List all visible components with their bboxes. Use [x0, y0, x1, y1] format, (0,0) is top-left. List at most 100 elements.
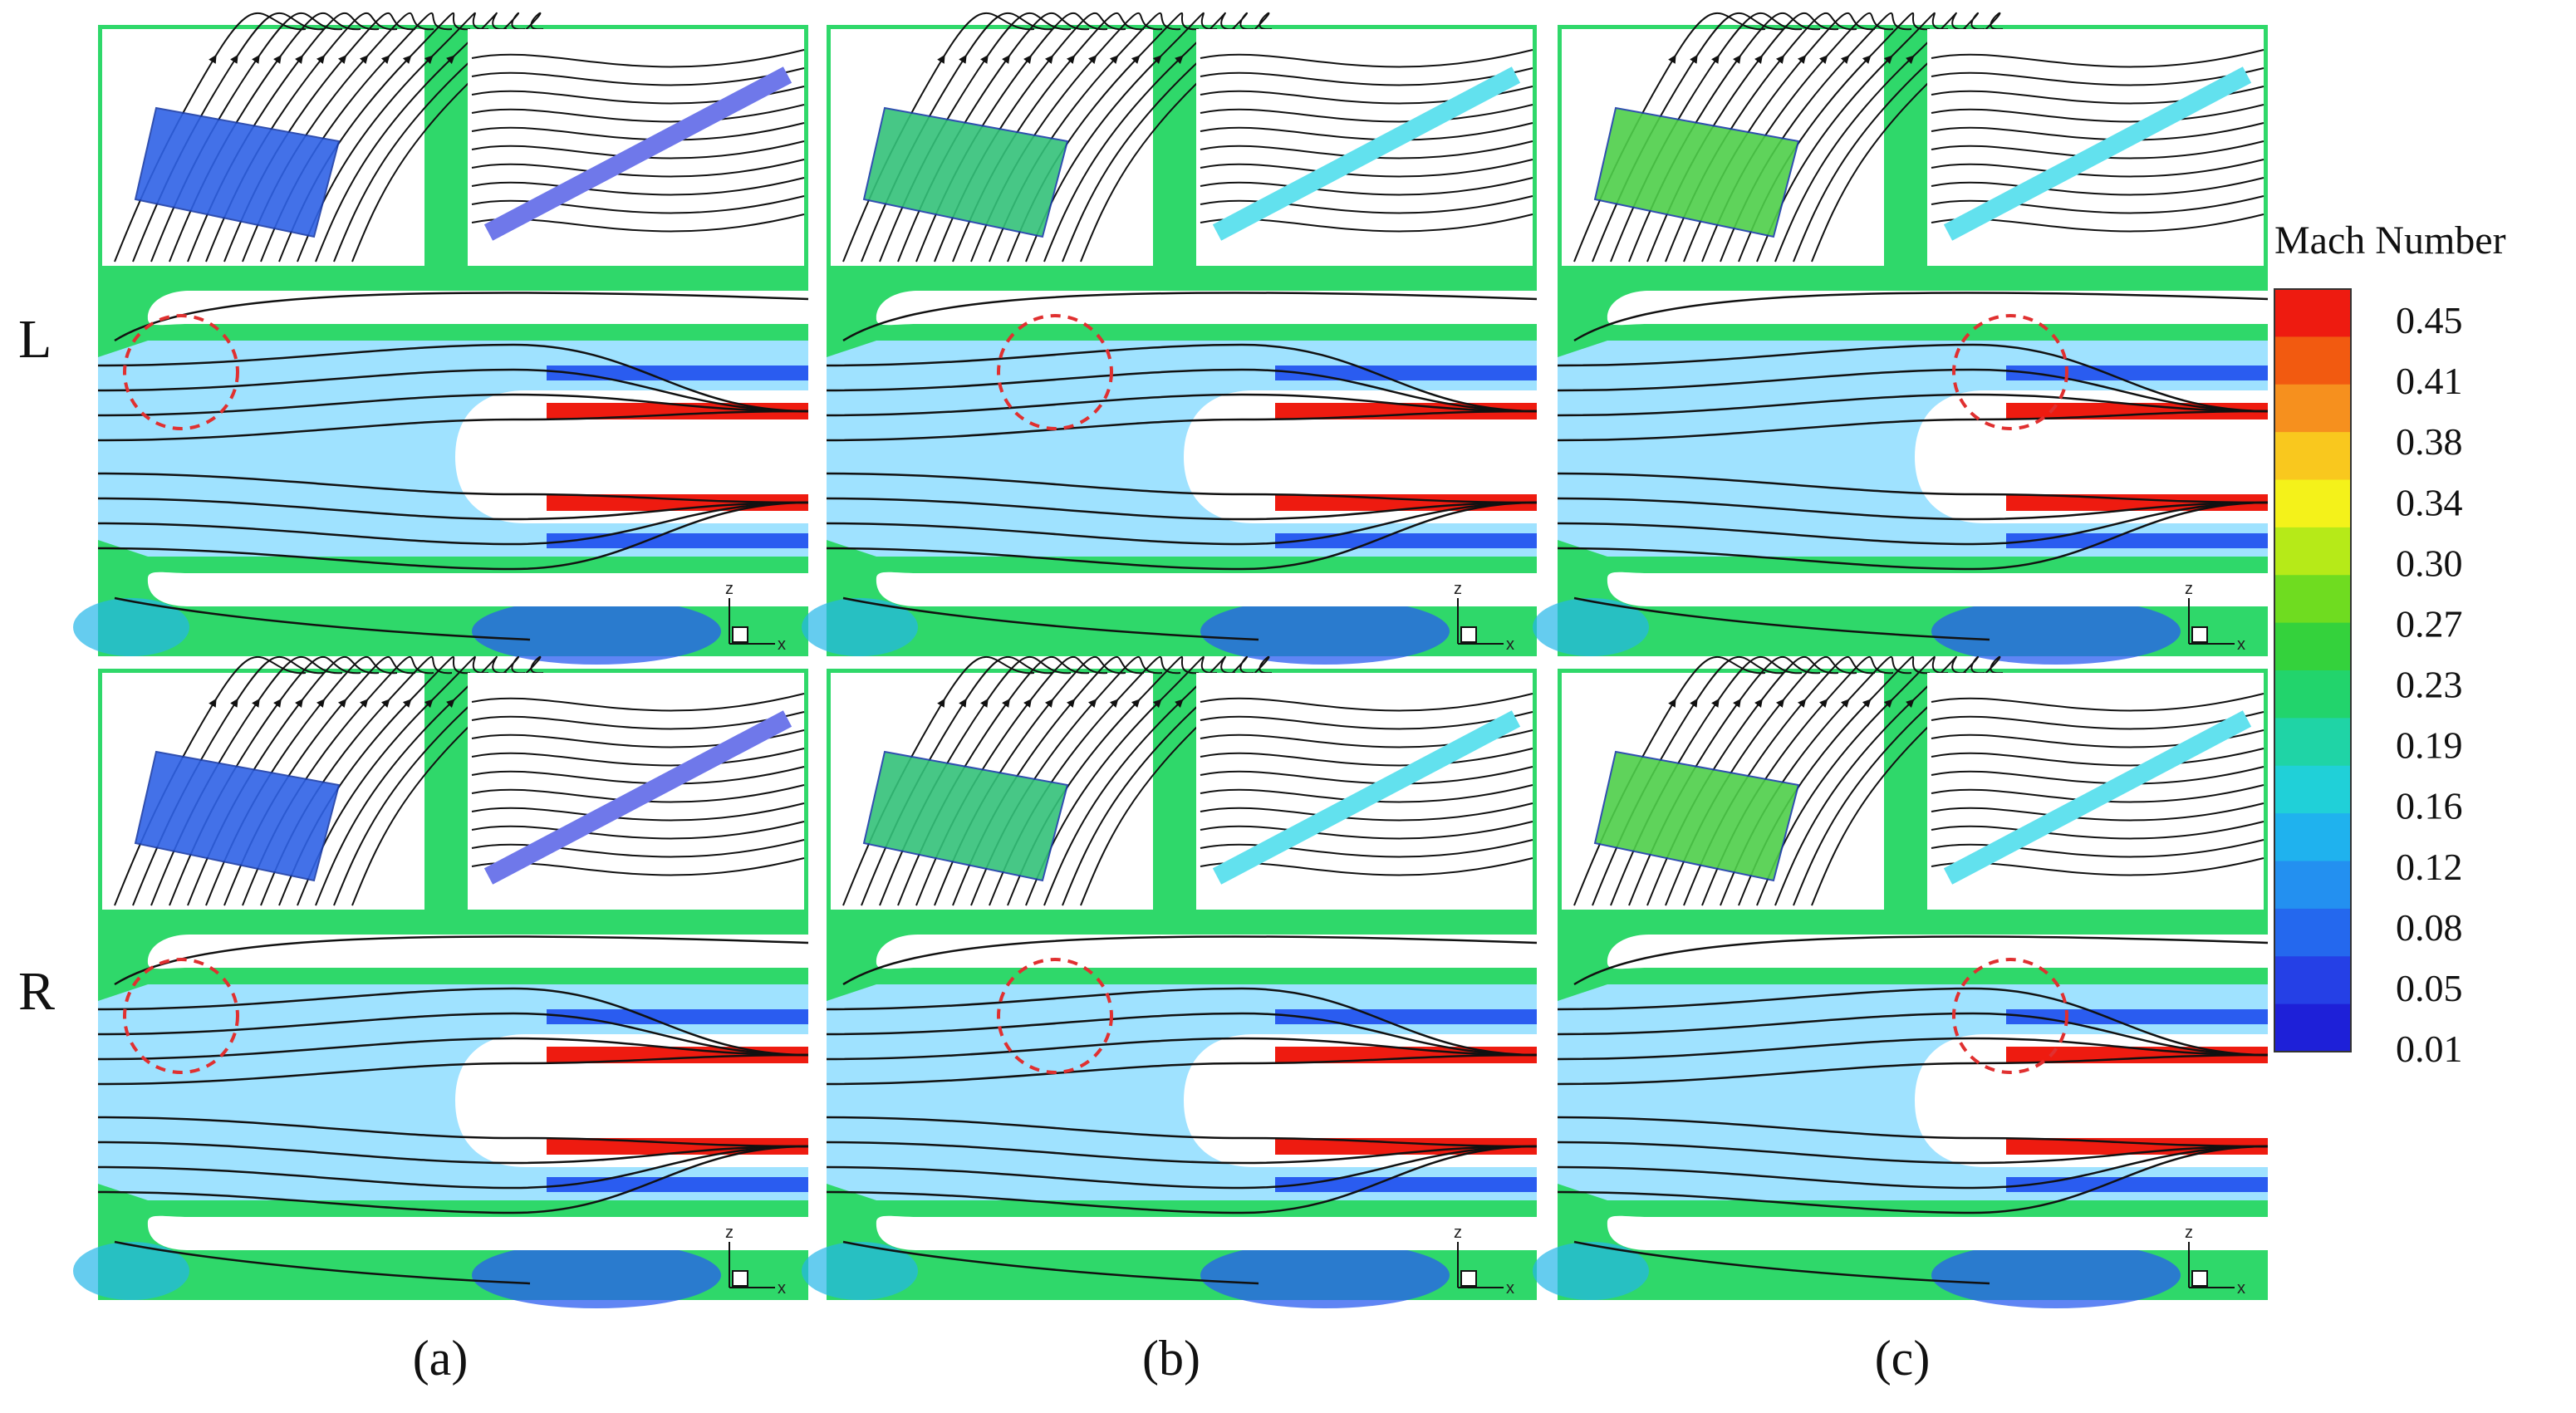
colorbar-tick-label: 0.45: [2396, 299, 2463, 341]
streamline: [861, 12, 1053, 262]
panel-l-a: zx: [73, 12, 809, 665]
low-speed-region: [1200, 1242, 1450, 1308]
streamline: [826, 1116, 1538, 1148]
axis-indicator: zx: [725, 1224, 786, 1298]
streamline: [1200, 748, 1533, 767]
column-label-a: (a): [413, 1331, 469, 1386]
streamline: [1931, 839, 2264, 858]
colorbar-tick-label: 0.38: [2396, 420, 2463, 463]
streamline: [1557, 472, 2269, 504]
streamline: [471, 140, 805, 159]
inset-side-view: [1196, 29, 1533, 266]
streamline: [1557, 393, 2269, 417]
low-speed-region: [1200, 598, 1450, 665]
streamline: [1043, 12, 1236, 262]
inset-plate-view: [102, 12, 544, 266]
streamline: [826, 1053, 1538, 1086]
axis-label-vertical: z: [2185, 580, 2193, 598]
streamline: [842, 12, 1035, 262]
streamline: [842, 1240, 1259, 1285]
annotation-circle: [123, 958, 239, 1074]
low-speed-region: [1533, 1242, 1649, 1300]
streamline: [471, 784, 805, 803]
streamline: [114, 655, 307, 906]
inset-side-view: [1196, 673, 1533, 910]
colorbar-band: [2274, 479, 2351, 528]
axis-label-horizontal: x: [778, 1279, 786, 1298]
mach-number-colorbar: Mach Number 0.450.410.380.340.300.270.23…: [2274, 218, 2506, 1070]
streamline: [1557, 501, 2269, 571]
colorbar-tick-label: 0.23: [2396, 664, 2463, 706]
annotation-circle: [1952, 958, 2068, 1074]
streamline: [97, 472, 809, 504]
colorbar-tick-label: 0.30: [2396, 542, 2463, 584]
streamline: [1557, 501, 2269, 546]
streamline: [1557, 343, 2269, 413]
streamline: [1200, 693, 1533, 712]
column-label-b: (b): [1142, 1331, 1200, 1386]
lower-wall: [876, 1215, 1537, 1250]
streamline: [1200, 122, 1533, 141]
colorbar-band: [2274, 765, 2351, 814]
streamline: [1557, 1141, 2269, 1165]
streamline: [471, 711, 805, 730]
streamline: [1931, 177, 2264, 196]
upper-wall: [147, 935, 809, 969]
upper-wall: [1607, 291, 2268, 326]
streamline: [1931, 195, 2264, 214]
streamline: [471, 177, 805, 196]
streamline: [1931, 748, 2264, 767]
streamline: [842, 596, 1259, 641]
colorbar-labels: 0.450.410.380.340.300.270.230.190.160.12…: [2396, 299, 2463, 1070]
streamline: [1200, 784, 1533, 803]
streamline: [97, 1145, 809, 1190]
annotation-circle: [997, 314, 1113, 430]
inset-side-view: [1927, 29, 2264, 266]
streamline: [826, 501, 1538, 546]
low-speed-region: [802, 598, 918, 656]
annotation-circle: [123, 314, 239, 430]
colorbar-band: [2274, 1003, 2351, 1052]
jet-strip-cool: [2006, 1177, 2268, 1192]
streamline: [1557, 368, 2269, 413]
jet-strip-cool: [1275, 1009, 1537, 1024]
streamline: [1931, 67, 2264, 86]
streamline: [471, 766, 805, 785]
jet-strip-cool: [547, 533, 808, 548]
colorbar-tick-label: 0.19: [2396, 724, 2463, 767]
lower-wall: [147, 1215, 809, 1250]
inset-side-view: [468, 673, 805, 910]
streamline: [471, 195, 805, 214]
streamline: [1200, 67, 1533, 86]
upper-wall: [147, 291, 809, 326]
row-label-r: R: [18, 961, 55, 1022]
streamline: [842, 292, 1538, 342]
plate-surface: [134, 106, 341, 238]
streamline: [1200, 104, 1533, 123]
streamline: [471, 748, 805, 767]
inset-side-view: [1927, 673, 2264, 910]
streamline: [471, 49, 805, 68]
axis-label-vertical: z: [1454, 580, 1462, 598]
axis-label-horizontal: x: [778, 635, 786, 654]
center-body: [1915, 1034, 2268, 1167]
streamline: [1200, 140, 1533, 159]
plate-surface: [862, 750, 1069, 882]
plate-edge-view: [483, 66, 792, 241]
low-speed-region: [73, 598, 189, 656]
streamline: [97, 501, 809, 571]
low-speed-region: [1931, 598, 2181, 665]
streamline: [97, 393, 809, 417]
colorbar-band: [2274, 289, 2351, 337]
inset-side-view: [468, 29, 805, 266]
axis-label-horizontal: x: [2237, 635, 2245, 654]
duct-flow-region: [1557, 291, 2269, 641]
streamline: [1200, 711, 1533, 730]
streamline: [1774, 655, 1967, 906]
panel-r-b: zx: [802, 655, 1538, 1308]
streamline: [1931, 104, 2264, 123]
colorbar-tick-label: 0.16: [2396, 785, 2463, 827]
streamline: [1573, 1240, 1990, 1285]
streamline: [1573, 935, 2269, 986]
